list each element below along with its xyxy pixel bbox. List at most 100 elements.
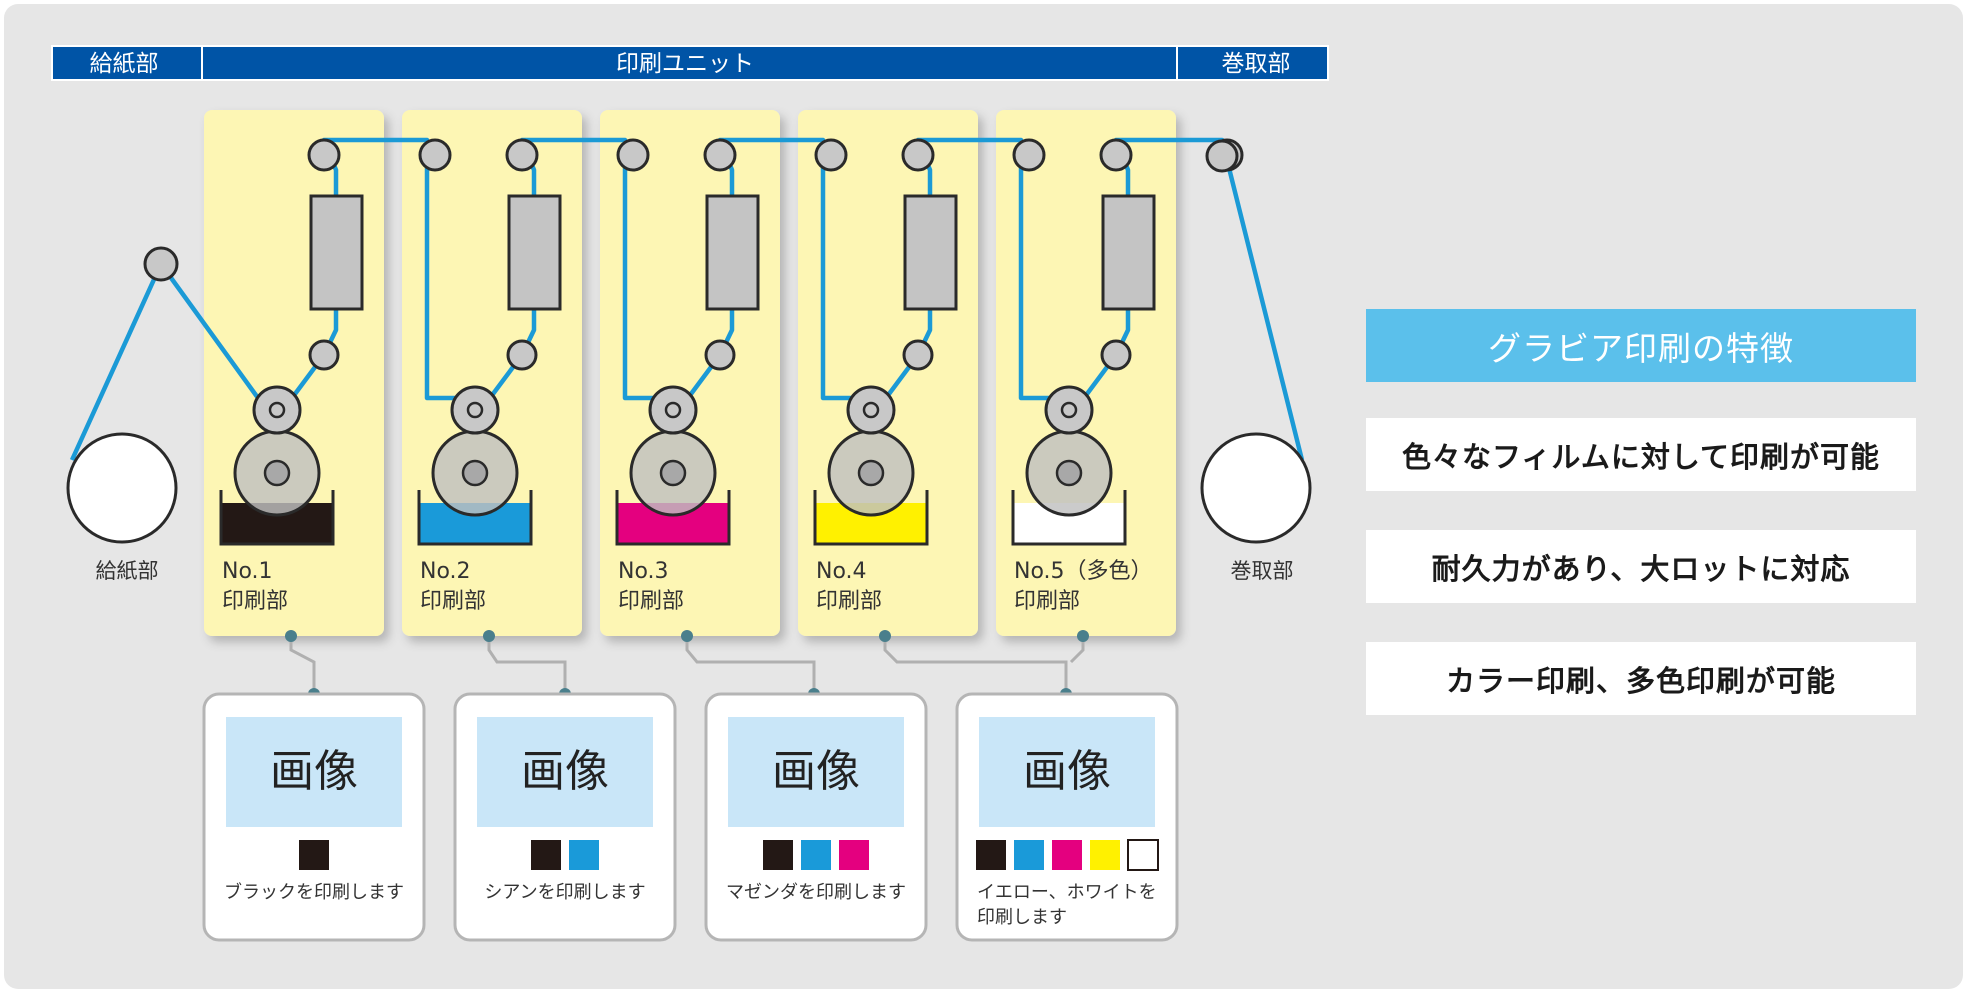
ink-swatch — [1052, 840, 1082, 870]
unit-name-label: 印刷部 — [1014, 589, 1080, 614]
output-image-label: 画像 — [521, 746, 609, 797]
output-image-box — [728, 717, 904, 827]
header-rewind-section — [1176, 45, 1329, 81]
ink-tray — [417, 490, 533, 546]
impression-roller-hub — [466, 401, 484, 419]
print-unit-machinery — [219, 138, 1244, 546]
ink-swatch — [839, 840, 869, 870]
dryer-unit — [903, 194, 958, 311]
connector-dot — [1077, 630, 1089, 642]
unit-name-label: 印刷部 — [420, 589, 486, 614]
output-caption: イエロー、ホワイトを — [977, 882, 1157, 903]
header-rewind-label: 巻取部 — [1222, 51, 1291, 77]
unit-number-label: No.4 — [816, 559, 867, 584]
top-left-roller — [703, 138, 737, 172]
header-feed-section — [51, 45, 203, 81]
impression-roller-hub — [268, 401, 286, 419]
section-header-bar: 給紙部 印刷ユニット 巻取部 — [51, 45, 1329, 81]
dryer-unit — [1101, 194, 1156, 311]
unit-number-label: No.2 — [420, 559, 471, 584]
unit-machine-1 — [219, 138, 452, 546]
lower-guide-roller — [1100, 339, 1132, 371]
feed-roll — [66, 432, 178, 544]
rewind-roll-group: 巻取部 — [1200, 139, 1312, 583]
output-image-box — [979, 717, 1155, 827]
unit-name-label: 印刷部 — [618, 589, 684, 614]
impression-roller-hub — [1060, 401, 1078, 419]
dryer-unit — [507, 194, 562, 311]
gravure-cylinder-hub — [263, 459, 291, 487]
ink-swatch — [1014, 840, 1044, 870]
ink-tray — [219, 490, 335, 546]
top-left-roller — [1099, 138, 1133, 172]
header-feed-label: 給紙部 — [90, 51, 159, 77]
top-right-roller — [814, 138, 848, 172]
top-left-roller — [307, 138, 341, 172]
gravure-cylinder-hub — [857, 459, 885, 487]
lower-guide-roller — [902, 339, 934, 371]
connector-dot — [879, 630, 891, 642]
connector-line — [487, 636, 567, 694]
lower-guide-roller — [308, 339, 340, 371]
ink-swatch — [976, 840, 1006, 870]
feed-idler-roller — [143, 246, 179, 282]
ink-swatch — [299, 840, 329, 870]
output-image-label: 画像 — [772, 746, 860, 797]
unit-name-label: 印刷部 — [222, 589, 288, 614]
output-caption: シアンを印刷します — [484, 882, 645, 903]
impression-roller-hub — [862, 401, 880, 419]
features-title: グラビア印刷の特徴 — [1366, 309, 1916, 382]
connector-line — [883, 636, 1068, 694]
top-left-roller — [901, 138, 935, 172]
ink-tray — [813, 490, 929, 546]
feed-roll-group: 給紙部 — [66, 246, 179, 583]
connector-dot — [285, 630, 297, 642]
top-right-roller — [1012, 138, 1046, 172]
output-cards: 画像ブラックを印刷します画像シアンを印刷します画像マゼンダを印刷します画像イエロ… — [202, 692, 1179, 942]
unit-name-label: 印刷部 — [816, 589, 882, 614]
output-image-box — [477, 717, 653, 827]
unit-machine-2 — [417, 138, 650, 546]
lower-guide-roller — [506, 339, 538, 371]
ink-swatch — [801, 840, 831, 870]
connector-dot — [681, 630, 693, 642]
ink-swatch — [531, 840, 561, 870]
ink-tray — [1011, 490, 1127, 546]
impression-roller-hub — [664, 401, 682, 419]
unit-panel-1 — [204, 110, 384, 636]
unit-number-label: No.3 — [618, 559, 669, 584]
unit-machine-4 — [813, 138, 1046, 546]
dryer-unit — [705, 194, 760, 311]
unit-machine-3 — [615, 138, 848, 546]
connector-dot — [483, 630, 495, 642]
unit-number-label: No.5（多色） — [1014, 559, 1153, 584]
output-caption: 印刷します — [977, 907, 1067, 928]
feature-item-1: 色々なフィルムに対して印刷が可能 — [1366, 418, 1916, 491]
output-image-box — [226, 717, 402, 827]
rewind-roll-label: 巻取部 — [1231, 559, 1294, 583]
gravure-cylinder-hub — [1055, 459, 1083, 487]
feature-item-3: カラー印刷、多色印刷が可能 — [1366, 642, 1916, 715]
rewind-idler-roller — [1205, 139, 1239, 173]
lower-guide-roller — [704, 339, 736, 371]
output-caption: マゼンダを印刷します — [726, 882, 906, 903]
dryer-unit — [309, 194, 364, 311]
ink-swatch — [569, 840, 599, 870]
gravure-cylinder-hub — [461, 459, 489, 487]
output-image-label: 画像 — [270, 746, 358, 797]
connector-line — [289, 636, 316, 694]
feed-roll-label: 給紙部 — [96, 559, 159, 583]
ink-tray — [615, 490, 731, 546]
top-right-roller — [418, 138, 452, 172]
ink-swatch — [763, 840, 793, 870]
top-left-roller — [505, 138, 539, 172]
top-right-roller — [616, 138, 650, 172]
ink-swatch — [1127, 839, 1159, 871]
